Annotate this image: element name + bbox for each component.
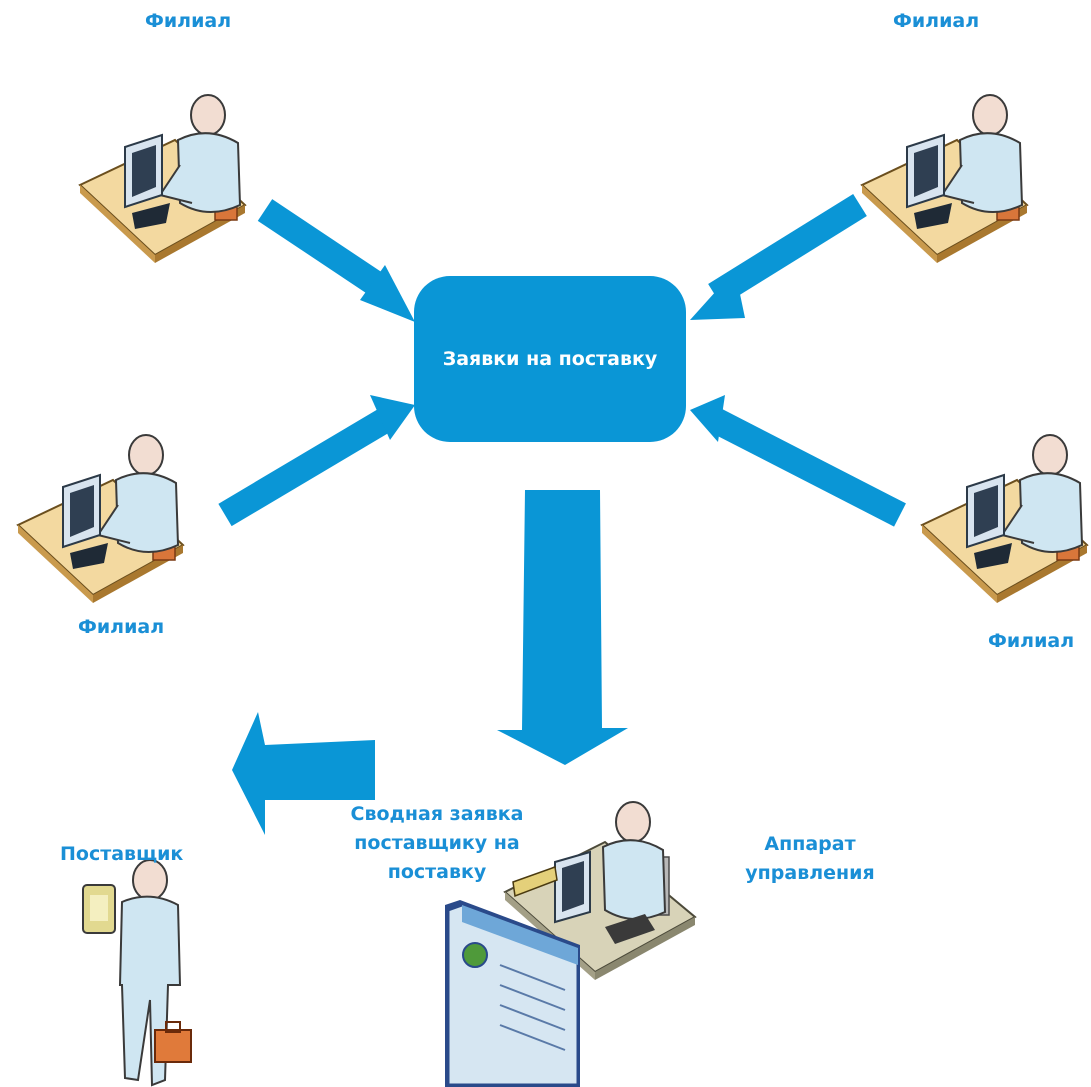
arrow-branch-bottom-right — [690, 395, 906, 527]
summary-request-label: Сводная заявка поставщику на поставку — [322, 800, 552, 887]
management-label-line: управления — [745, 862, 875, 884]
document-window-icon — [445, 900, 580, 1087]
arrow-management-to-supplier — [232, 712, 375, 835]
branch-workstation-icon — [17, 434, 184, 604]
supplier-label: Поставщик — [60, 843, 184, 865]
branch-workstation-icon — [921, 434, 1088, 604]
branch-workstation-icon — [79, 94, 246, 264]
branch-label-top-left: Филиал — [145, 10, 232, 32]
hub-requests-box: Заявки на поставку — [414, 276, 686, 442]
summary-request-line: поставку — [387, 861, 487, 883]
branch-label-bottom-left: Филиал — [78, 616, 165, 638]
management-label: Аппарат управления — [720, 830, 900, 888]
arrow-branch-top-right — [690, 193, 867, 320]
summary-request-line: Сводная заявка — [350, 803, 524, 825]
arrow-branch-bottom-left — [218, 395, 415, 527]
branch-label-top-right: Филиал — [893, 10, 980, 32]
arrow-hub-to-management — [497, 490, 628, 765]
branch-label-bottom-right: Филиал — [988, 630, 1075, 652]
supplier-person-icon — [82, 859, 192, 1087]
summary-request-line: поставщику на — [354, 832, 520, 854]
branch-workstation-icon — [861, 94, 1028, 264]
hub-label: Заявки на поставку — [442, 348, 658, 370]
arrow-branch-top-left — [257, 199, 415, 322]
management-label-line: Аппарат — [764, 833, 856, 855]
